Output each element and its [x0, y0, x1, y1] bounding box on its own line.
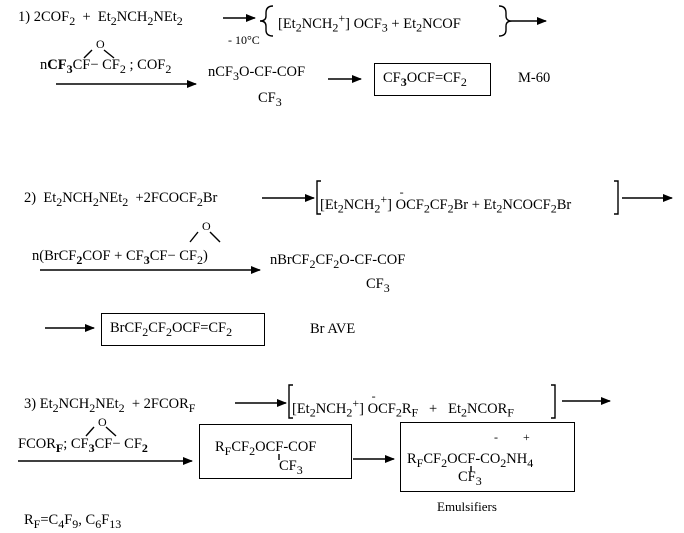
reaction2-final-box	[101, 313, 265, 346]
reaction1-product-cf3: CF3	[258, 90, 282, 109]
reaction3-product: RFCF2OCF-COF	[215, 439, 317, 458]
reaction1-intermediate: [Et2NCH2+] OCF3 + Et2NCOF	[278, 11, 461, 35]
epoxide-r2-bond-left	[189, 231, 199, 243]
reaction1-product: nCF3O-CF-COF	[208, 64, 306, 83]
reaction3-product-box	[199, 424, 352, 479]
reaction1-epoxide-reagent: nCF3CF− CF2 ; COF2	[40, 57, 172, 76]
reaction1-final-label: M-60	[518, 70, 551, 86]
reaction1-final-box	[374, 63, 491, 96]
epoxide-r2-bond-right	[209, 231, 221, 243]
reaction3-epoxide-reagent: FCORF; CF3CF− CF2	[18, 436, 148, 455]
reaction2-final-label: Br AVE	[310, 321, 356, 337]
reaction3-final-cf3: CF3	[458, 469, 482, 488]
reaction2-intermediate: [Et2NCH2+] -OCF2CF2Br + Et2NCOCF2Br	[320, 184, 572, 216]
brace-r1-right	[498, 5, 513, 37]
bracket-r2-left	[316, 180, 321, 215]
reaction3-equation: 3) Et2NCH2NEt2 + 2FCORF	[24, 396, 196, 415]
reaction2-final-product: BrCF2CF2OCF=CF2	[110, 320, 233, 339]
brace-r1-left	[259, 5, 274, 37]
epoxide-r3-bond-right	[105, 426, 117, 437]
reaction1-final-product: CF3OCF=CF2	[383, 70, 467, 89]
reaction3-intermediate: [Et2NCH2+] -OCF2RF + Et2NCORF	[292, 388, 514, 420]
reaction1-epoxide-oxygen: O	[96, 37, 105, 51]
footnote-rf-definition: RF=C4F9, C6F13	[24, 512, 122, 531]
reaction3-final-minus: -	[494, 430, 498, 444]
reaction3-final-product: RFCF2OCF-CO2NH4	[407, 451, 534, 470]
reaction3-epoxide-oxygen: O	[98, 415, 107, 429]
bracket-r3-right	[551, 384, 556, 419]
reaction1-equation: 1) 2COF2 + Et2NCH2NEt2	[18, 9, 183, 28]
reaction1-condition: - 10°C	[228, 33, 260, 47]
reaction2-epoxide-reagent: n(BrCF2COF + CF3CF− CF2)	[32, 248, 208, 267]
reaction3-final-label: Emulsifiers	[437, 499, 497, 514]
reaction2-equation: 2) Et2NCH2NEt2 +2FCOCF2Br	[24, 190, 218, 209]
bracket-r2-right	[614, 180, 619, 215]
epoxide-r3-bond-left	[85, 426, 95, 437]
bracket-r3-left	[288, 384, 293, 419]
epoxide-r1-bond-right	[103, 49, 115, 59]
reaction3-product-cf3: CF3	[279, 458, 303, 477]
reaction2-product-cf3: CF3	[366, 276, 390, 295]
reaction2-product: nBrCF2CF2O-CF-COF	[270, 252, 406, 271]
epoxide-r1-bond-left	[83, 49, 93, 59]
reaction3-final-plus: +	[523, 430, 530, 444]
reaction3-final-box	[400, 422, 575, 492]
reaction2-epoxide-oxygen: O	[202, 219, 211, 233]
